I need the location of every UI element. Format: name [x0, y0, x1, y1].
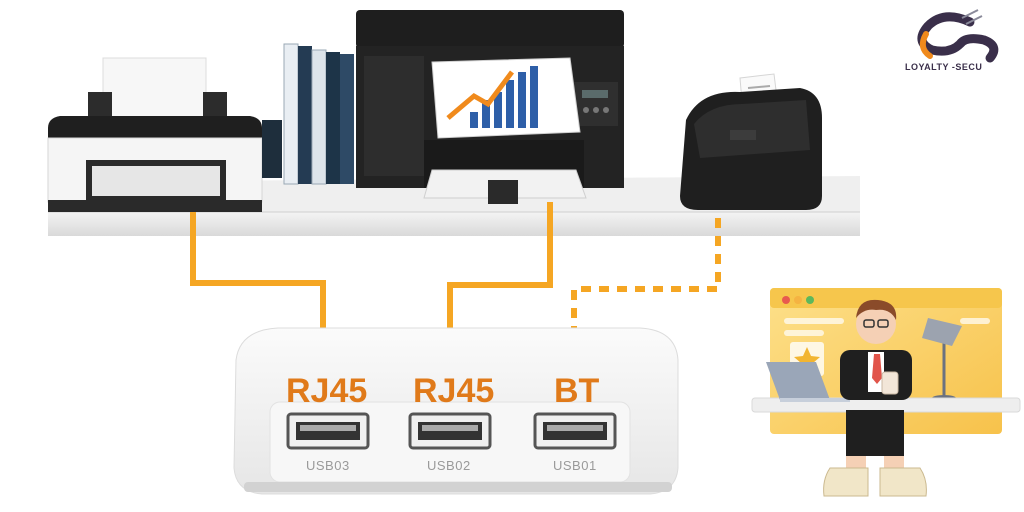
wired-connection-center: [447, 202, 553, 330]
paper-chart: [446, 66, 538, 128]
usb-label-1: USB03: [306, 458, 350, 473]
wired-connection-left: [190, 205, 326, 330]
inkjet-printer-icon: [47, 57, 282, 212]
swoosh-s-logo-icon: [917, 9, 999, 63]
office-worker-at-desk-icon: [751, 288, 1021, 497]
usb-port-usb03: [286, 412, 370, 450]
usb-hub: [233, 327, 679, 495]
port-label-3: BT: [554, 372, 600, 410]
thermal-receipt-printer-icon: [680, 73, 822, 210]
books-icon: [283, 43, 354, 185]
usb-port-usb01: [533, 412, 617, 450]
port-label-1: RJ45: [286, 372, 368, 410]
brand-name: LOYALTY -SECU: [905, 62, 983, 72]
laser-mfp-printer-icon: [356, 10, 624, 204]
usb-label-2: USB02: [427, 458, 471, 473]
usb-port-usb02: [408, 412, 492, 450]
usb-label-3: USB01: [553, 458, 597, 473]
port-label-2: RJ45: [413, 372, 495, 410]
wireless-connection-right: [571, 200, 721, 330]
